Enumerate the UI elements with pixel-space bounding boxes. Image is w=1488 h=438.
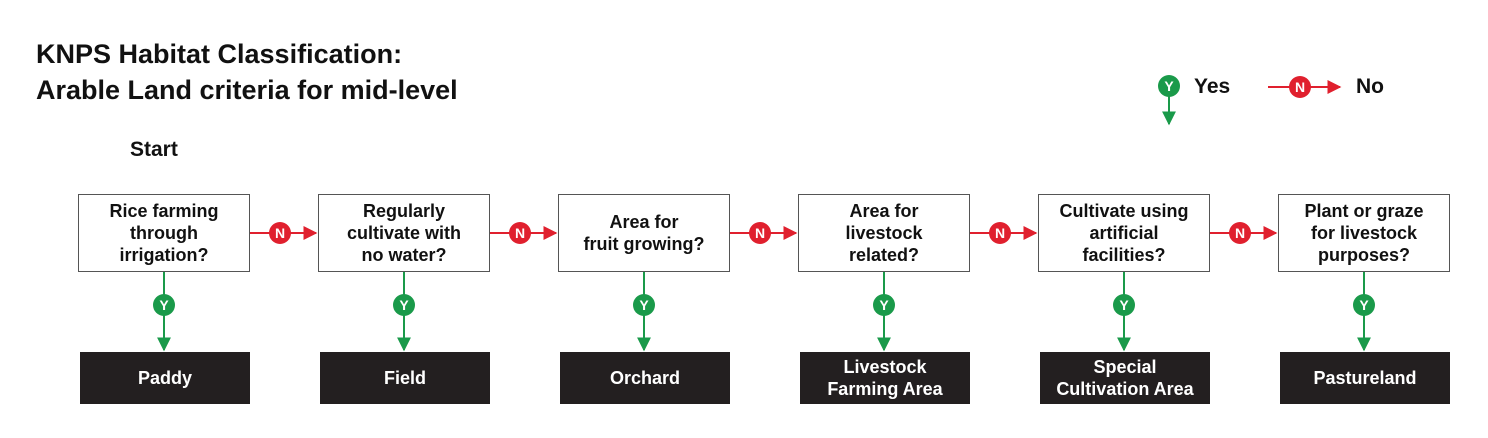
- legend-yes-symbol: Y: [1158, 75, 1180, 126]
- question-box-1: Rice farming through irrigation?: [78, 194, 250, 272]
- yes-arrow-3: Y: [633, 272, 655, 352]
- svg-text:Y: Y: [639, 297, 649, 313]
- legend-no-badge: [1289, 76, 1311, 98]
- result-box-special-cultivation-area: Special Cultivation Area: [1040, 352, 1210, 404]
- svg-text:Y: Y: [159, 297, 169, 313]
- svg-text:Y: Y: [1359, 297, 1369, 313]
- result-box-orchard: Orchard: [560, 352, 730, 404]
- legend-yes-badge: [1158, 75, 1180, 97]
- yes-arrow-2: Y: [393, 272, 415, 352]
- result-box-paddy: Paddy: [80, 352, 250, 404]
- no-arrow-1: N: [250, 222, 318, 244]
- question-box-2: Regularly cultivate with no water?: [318, 194, 490, 272]
- legend-yes-letter: Y: [1164, 78, 1174, 94]
- svg-text:N: N: [1235, 225, 1245, 241]
- question-box-6: Plant or graze for livestock purposes?: [1278, 194, 1450, 272]
- svg-text:N: N: [275, 225, 285, 241]
- result-box-field: Field: [320, 352, 490, 404]
- question-box-5: Cultivate using artificial facilities?: [1038, 194, 1210, 272]
- question-box-4: Area for livestock related?: [798, 194, 970, 272]
- svg-text:Y: Y: [1119, 297, 1129, 313]
- yes-connectors: Y Y Y Y Y Y: [153, 272, 1375, 352]
- yes-arrow-1: Y: [153, 272, 175, 352]
- no-arrow-2: N: [490, 222, 558, 244]
- yes-arrow-6: Y: [1353, 272, 1375, 352]
- start-label: Start: [130, 138, 178, 161]
- no-arrow-5: N: [1210, 222, 1278, 244]
- no-connectors: N N N N N: [250, 222, 1278, 244]
- title-line-1: KNPS Habitat Classification:: [36, 39, 403, 69]
- svg-text:N: N: [755, 225, 765, 241]
- svg-text:Y: Y: [879, 297, 889, 313]
- yes-arrow-5: Y: [1113, 272, 1135, 352]
- title-line-2: Arable Land criteria for mid-level: [36, 75, 458, 105]
- legend-no-symbol: N: [1268, 76, 1342, 98]
- question-box-3: Area for fruit growing?: [558, 194, 730, 272]
- legend-no-label: No: [1356, 75, 1384, 98]
- no-arrow-3: N: [730, 222, 798, 244]
- result-box-pastureland: Pastureland: [1280, 352, 1450, 404]
- no-arrow-4: N: [970, 222, 1038, 244]
- legend-yes-label: Yes: [1194, 75, 1231, 98]
- legend-no-letter: N: [1295, 79, 1305, 95]
- svg-text:N: N: [515, 225, 525, 241]
- result-box-livestock-farming-area: Livestock Farming Area: [800, 352, 970, 404]
- svg-text:N: N: [995, 225, 1005, 241]
- svg-text:Y: Y: [399, 297, 409, 313]
- diagram-title: KNPS Habitat Classification: Arable Land…: [36, 36, 458, 108]
- yes-arrow-4: Y: [873, 272, 895, 352]
